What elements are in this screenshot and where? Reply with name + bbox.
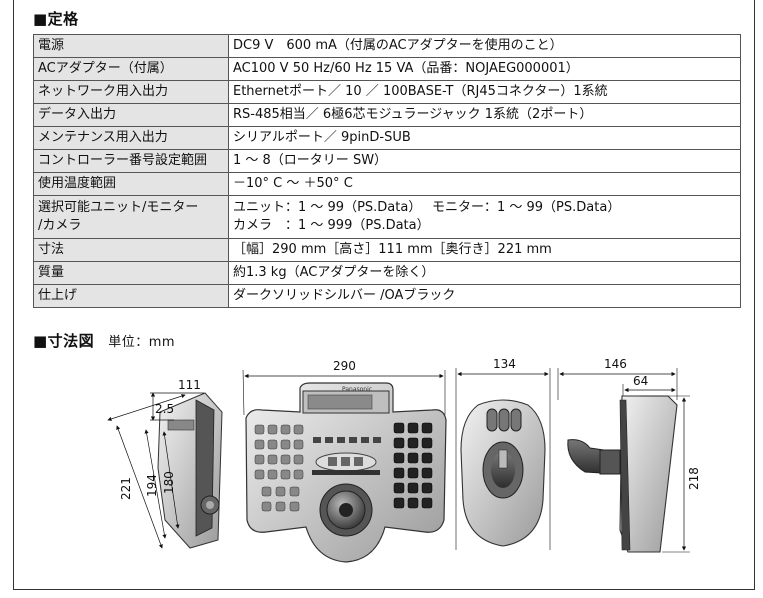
spec-label: コントローラー番号設定範囲 [33, 149, 229, 173]
spec-label-line: /カメラ [38, 218, 82, 233]
spec-table: 電源 DC9 V 600 mA（付属のACアダプターを使用のこと） ACアダプタ… [33, 34, 741, 308]
table-row: メンテナンス用入出力 シリアルポート／ 9pinD-SUB [33, 126, 741, 150]
spec-heading-text: ■定格 [33, 10, 79, 28]
dim-side-offset: 2.5 [155, 402, 174, 416]
table-row: 選択可能ユニット/モニター /カメラ ユニット：1 ～ 99（PS.Data） … [33, 195, 741, 239]
spec-label-line: 選択可能ユニット/モニター [38, 200, 199, 215]
dim-front-width: 290 [333, 359, 356, 373]
front-view: 290 Panasonic [242, 359, 447, 563]
spec-frame [13, 0, 755, 590]
spec-value: －10° C ～ ＋50° C [228, 172, 741, 196]
table-row: 寸法 ［幅］290 mm［高さ］111 mm［奥行き］221 mm [33, 238, 741, 262]
spec-value: 1 ～ 8（ロータリー SW） [228, 149, 741, 173]
spec-value: ダークソリッドシルバー /OAブラック [228, 284, 741, 308]
left-keypad [254, 424, 304, 512]
dim-side-194: 194 [145, 474, 159, 497]
spec-value: ［幅］290 mm［高さ］111 mm［奥行き］221 mm [228, 238, 741, 262]
right-keypad [393, 422, 433, 509]
spec-label: 選択可能ユニット/モニター /カメラ [33, 195, 229, 239]
spec-label: 使用温度範囲 [33, 172, 229, 196]
spec-label: メンテナンス用入出力 [33, 126, 229, 150]
dimension-heading: ■寸法図単位：mm [33, 330, 175, 351]
dim-side-height: 111 [178, 378, 201, 392]
table-row: ネットワーク用入出力 Ethernetポート／ 10 ／ 100BASE-T（R… [33, 80, 741, 104]
spec-heading: ■定格 [33, 8, 79, 29]
table-row: データ入出力 RS-485相当／ 6極6芯モジュラージャック 1系統（2ポート） [33, 103, 741, 127]
spec-value: Ethernetポート／ 10 ／ 100BASE-T（RJ45コネクター）1系… [228, 80, 741, 104]
dimension-heading-text: ■寸法図 [33, 332, 95, 350]
spec-label: 質量 [33, 261, 229, 285]
right-side-view: 146 64 218 [557, 357, 701, 553]
dim-side-180: 180 [162, 471, 176, 494]
table-row: 仕上げ ダークソリッドシルバー /OAブラック [33, 284, 741, 308]
dimension-unit: 単位：mm [108, 335, 176, 350]
spec-label: ネットワーク用入出力 [33, 80, 229, 104]
dim-right-inner: 64 [633, 374, 648, 388]
brand-text: Panasonic [342, 386, 372, 393]
bottom-view: 134 [455, 357, 551, 550]
dim-right-width: 146 [604, 357, 627, 371]
spec-value-line: ユニット：1 ～ 99（PS.Data） モニター：1 ～ 99（PS.Data… [233, 200, 621, 215]
center-buttons [312, 437, 381, 475]
side-view: 111 2.5 221 194 180 [107, 378, 223, 549]
spec-value: RS-485相当／ 6極6芯モジュラージャック 1系統（2ポート） [228, 103, 741, 127]
spec-value: ユニット：1 ～ 99（PS.Data） モニター：1 ～ 99（PS.Data… [228, 195, 741, 239]
table-row: ACアダプター（付属） AC100 V 50 Hz/60 Hz 15 VA（品番… [33, 57, 741, 81]
spec-value-line: カメラ ：1 ～ 999（PS.Data） [233, 218, 430, 233]
dim-side-221: 221 [119, 477, 133, 500]
table-row: コントローラー番号設定範囲 1 ～ 8（ロータリー SW） [33, 149, 741, 173]
spec-label: ACアダプター（付属） [33, 57, 229, 81]
dim-right-height: 218 [687, 467, 701, 490]
table-row: 質量 約1.3 kg（ACアダプターを除く） [33, 261, 741, 285]
spec-label: 仕上げ [33, 284, 229, 308]
spec-label: データ入出力 [33, 103, 229, 127]
spec-value: AC100 V 50 Hz/60 Hz 15 VA（品番：NOJAEG00000… [228, 57, 741, 81]
table-row: 使用温度範囲 －10° C ～ ＋50° C [33, 172, 741, 196]
dim-bottom-width: 134 [493, 357, 516, 371]
spec-value: シリアルポート／ 9pinD-SUB [228, 126, 741, 150]
spec-value: 約1.3 kg（ACアダプターを除く） [228, 261, 741, 285]
